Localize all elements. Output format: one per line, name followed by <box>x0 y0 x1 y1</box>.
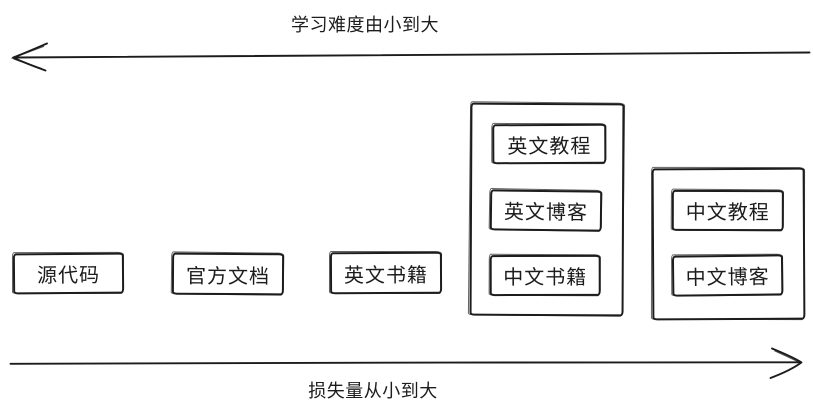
box-label: 官方文档 <box>185 265 271 288</box>
box-label: 英文教程 <box>507 135 592 158</box>
box-english-books: 英文书籍 <box>329 251 443 295</box>
loss-axis-label: 损失量从小到大 <box>308 381 438 401</box>
box-label: 中文博客 <box>685 266 770 290</box>
box-chinese-books: 中文书籍 <box>489 254 601 297</box>
box-official-docs: 官方文档 <box>171 252 285 296</box>
box-source-code: 源代码 <box>12 252 125 295</box>
box-label: 英文博客 <box>503 201 589 225</box>
box-label: 中文教程 <box>685 201 770 225</box>
group-box-2: 中文教程 中文博客 <box>651 167 806 321</box>
difficulty-axis-label: 学习难度由小到大 <box>291 15 439 35</box>
box-chinese-tutorials: 中文教程 <box>671 189 784 232</box>
group-box-1: 英文教程 英文博客 中文书籍 <box>469 102 625 317</box>
box-english-blogs: 英文博客 <box>489 189 603 232</box>
arrow-left-icon <box>11 42 811 72</box>
box-label: 中文书籍 <box>503 266 588 290</box>
arrow-right-icon <box>9 347 803 379</box>
box-label: 英文书籍 <box>343 264 429 287</box>
box-label: 源代码 <box>36 264 101 288</box>
box-chinese-blogs: 中文博客 <box>671 254 784 297</box>
box-english-tutorials: 英文教程 <box>492 123 607 165</box>
